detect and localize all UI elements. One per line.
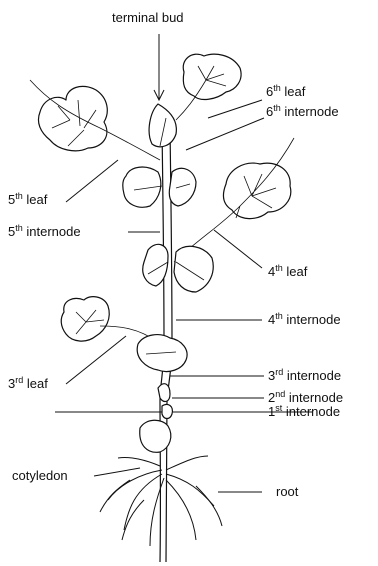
leaf5-pointer bbox=[66, 160, 118, 202]
cotyledon-leaf bbox=[140, 420, 171, 452]
leaf4-pointer bbox=[214, 230, 262, 268]
label-leaf-6: 6th leaf bbox=[266, 84, 305, 99]
node-leaf-5b bbox=[169, 168, 196, 206]
terminal-bud-leaf bbox=[149, 104, 176, 147]
label-internode-5: 5th internode bbox=[8, 224, 81, 239]
label-internode-3: 3rd internode bbox=[268, 368, 341, 383]
leaf3-pointer bbox=[66, 336, 126, 384]
label-internode-6: 6th internode bbox=[266, 104, 339, 119]
label-leaf-4: 4th leaf bbox=[268, 264, 307, 279]
node-1 bbox=[162, 404, 172, 418]
label-leaf-3: 3rd leaf bbox=[8, 376, 48, 391]
leaf-3 bbox=[61, 297, 109, 341]
leaf6-pointer bbox=[208, 100, 262, 118]
label-terminal-bud: terminal bud bbox=[112, 10, 184, 25]
label-internode-4: 4th internode bbox=[268, 312, 341, 327]
label-leaf-5: 5th leaf bbox=[8, 192, 47, 207]
cotyledon-pointer bbox=[94, 468, 140, 476]
internode6-pointer bbox=[186, 118, 264, 150]
label-cotyledon: cotyledon bbox=[12, 468, 68, 483]
node-leaf-4b bbox=[174, 246, 213, 292]
leaf-4 bbox=[224, 163, 291, 218]
leaf-6 bbox=[183, 54, 241, 99]
label-root: root bbox=[276, 484, 298, 499]
label-internode-1: 1st internode bbox=[268, 404, 340, 419]
